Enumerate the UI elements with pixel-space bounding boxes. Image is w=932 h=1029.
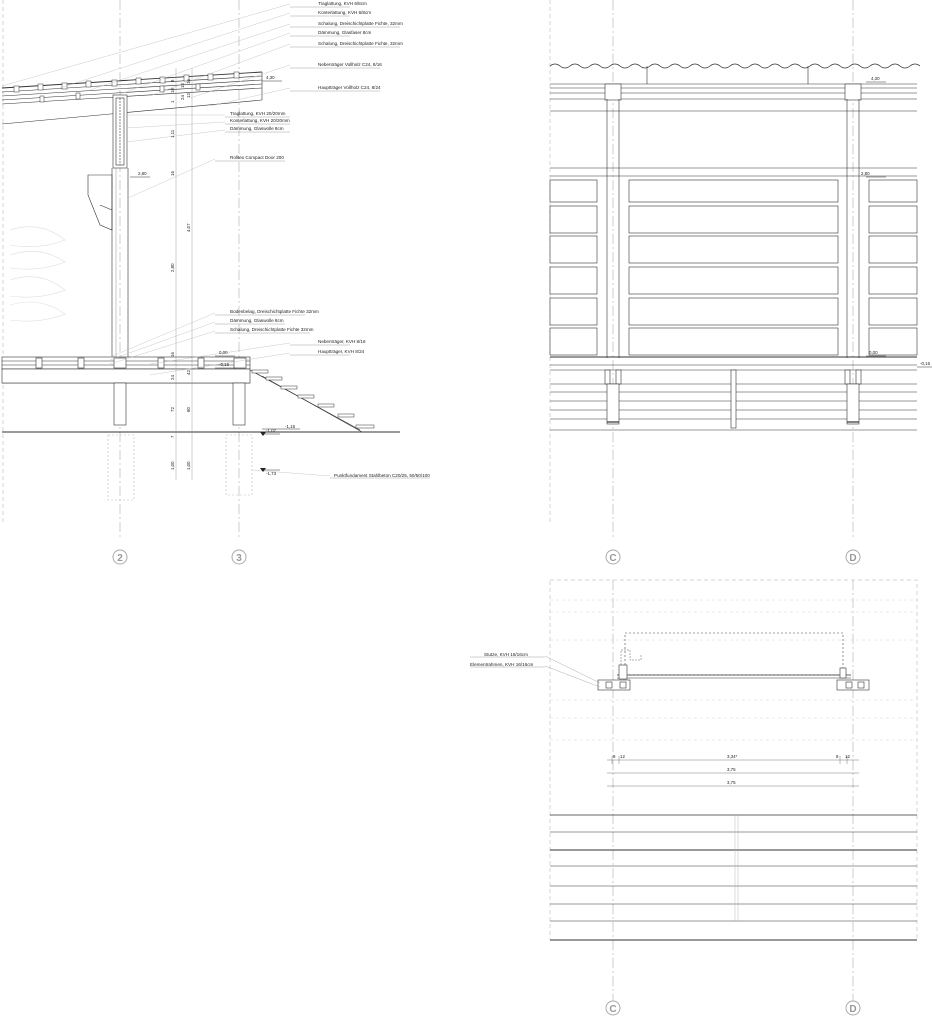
pdim-a: 8 [613, 754, 616, 759]
level-top-left: 4,30 [266, 75, 275, 80]
roofdim-1: 18 [170, 88, 175, 93]
vdim-9: 7 [170, 435, 175, 438]
roofdim-5: 12 [186, 93, 191, 98]
axis-label-d-top: D [849, 553, 856, 564]
roofdim-3: 24 [180, 95, 185, 100]
level-ground-a-left: -1,16 [285, 424, 296, 429]
vdim-8: 80 [186, 407, 191, 412]
axis-markers-right-bottom: C D [605, 1000, 861, 1016]
level-foundation-left: -1,73 [266, 471, 277, 476]
level-top-right: 4,30 [871, 76, 880, 81]
axis-label-c-top: C [609, 553, 616, 564]
label-schalung-roof-1: Schalung, Dreischichtplatte Fichte, 32mm [318, 21, 403, 26]
roofdim-2: 8 [170, 79, 175, 82]
vdim-7: 72 [170, 407, 175, 412]
level-ground-b-left: -1,07 [266, 428, 277, 433]
label-nebentraeger-roof: Nebenträger Vollholz C24, 8/16 [318, 62, 382, 67]
label-traglattung-wall: Traglattung, KVH 20/20mm [230, 111, 286, 116]
vdim-0: 1,11 [170, 129, 175, 138]
vdim-10: 1,00 [170, 461, 175, 470]
label-daemmung-floor: Dämmung, Glaswolle 8cm [230, 318, 284, 323]
label-konterlattung-wall: Konterlattung, KVH 20/20mm [230, 118, 290, 123]
vdim-2: 2,80 [170, 263, 175, 272]
level-floor-low-left: -0,16 [219, 362, 230, 367]
pdim-d: 8 [836, 754, 839, 759]
vdim-3: 4,07 [186, 223, 191, 232]
vdim-5: 24 [170, 375, 175, 380]
label-daemmung-wall: Dämmung, Glaswolle 8cm [230, 126, 284, 131]
plan-right [470, 579, 918, 1015]
plan-right-labels: Stutze, KVH 16/16cm Elementrahmen, KVH 1… [470, 652, 850, 785]
axis-label-3: 3 [236, 553, 242, 564]
pdim-c: 3,34* [727, 754, 738, 759]
label-haupttraeger-floor: Hauptträger, KVH 8/24 [318, 349, 365, 354]
label-stuetze: Stutze, KVH 16/16cm [484, 652, 528, 657]
axis-label-c-bottom: C [609, 1004, 616, 1015]
label-bodenbelag: Bodenbelag, Dreischichtplatte Fichte 32m… [230, 309, 319, 314]
elevation-right-levels: 4,30 2,80 0,00 -0,16 [861, 76, 931, 366]
pdim-e: 12 [845, 754, 850, 759]
level-floor-low-right: -0,16 [920, 361, 931, 366]
label-schalung-floor: Schalung, Dreischichtplatte Fichte 32mm [230, 327, 314, 332]
label-schalung-roof-2: Schalung, Dreischichtplatte Fichte, 32mm [318, 41, 403, 46]
vdim-6: 42 [186, 370, 191, 375]
label-punktfundament: Punktfundament Stahlbeton C20/25, 50/50/… [334, 473, 430, 478]
axis-label-2: 2 [117, 553, 123, 564]
level-door-right: 2,80 [861, 171, 870, 176]
section-left-dimensions: 4,30 2,80 0,00 -0,16 -1,16 -1,07 -1,73 1… [138, 75, 296, 476]
section-left [1, 0, 430, 540]
roofdim-6: 16 [186, 79, 191, 84]
vdim-1: 16 [170, 171, 175, 176]
label-konterlattung-roof: Konterlattung, KVH 6/8cm [318, 10, 371, 15]
label-elementrahmen: Elementrahmen, KVH 16/16cm [470, 662, 533, 667]
roofdim-4: 12 [180, 83, 185, 88]
pdim-b: 12 [620, 754, 625, 759]
label-daemmung-roof: Dämmung, Glasfaser 8cm [318, 30, 372, 35]
label-haupttraeger-roof: Hauptträger Vollholz C24, 8/24 [318, 85, 381, 90]
vdim-11: 1,00 [186, 461, 191, 470]
label-traglattung-roof: Traglattung, KVH 6/8cm [318, 1, 367, 6]
axis-markers-right-top: C D [605, 549, 861, 565]
roofdim-0: 1 [170, 100, 175, 103]
pdim-row3: 3,75 [727, 780, 736, 785]
vdim-4: 16 [170, 352, 175, 357]
label-nebentraeger-floor: Nebenträger, KVH 8/16 [318, 339, 366, 344]
level-floor-right: 0,00 [869, 350, 878, 355]
pdim-row2: 3,75 [727, 767, 736, 772]
label-rolltex-door: Rolltex Compact Door 200 [230, 155, 284, 160]
elevation-right [549, 0, 932, 540]
section-left-labels: Traglattung, KVH 6/8cm Konterlattung, KV… [230, 1, 430, 478]
axis-label-d-bottom: D [849, 1004, 856, 1015]
level-floor-left: 0,00 [219, 350, 228, 355]
axis-markers-left: 2 3 [112, 549, 247, 565]
level-door-left: 2,80 [138, 171, 147, 176]
